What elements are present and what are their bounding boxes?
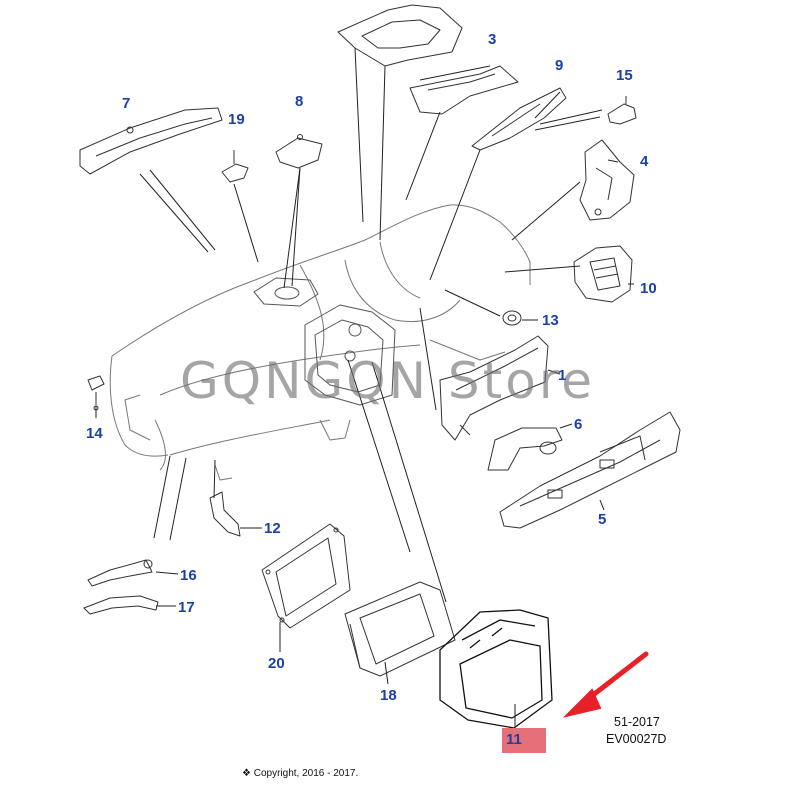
callout-20: 20 — [268, 655, 285, 672]
center-console-frame — [304, 304, 396, 406]
copyright-notice: ❖ Copyright, 2016 - 2017. — [242, 768, 359, 779]
callout-8: 8 — [295, 93, 304, 110]
part-5-lower-panel — [499, 411, 681, 529]
part-10-side-vent — [573, 245, 633, 303]
callout-19: 19 — [228, 111, 245, 128]
part-15-clip — [607, 96, 637, 125]
callout-17: 17 — [178, 599, 195, 616]
callout-5: 5 — [598, 511, 607, 528]
callout-11: 11 — [502, 728, 546, 753]
part-8-cover — [275, 134, 323, 169]
callout-13: 13 — [542, 312, 559, 329]
callout-15: 15 — [616, 67, 633, 84]
dashboard-outline — [109, 204, 531, 481]
part-14-clip — [87, 375, 105, 411]
part-3-trim — [409, 65, 519, 115]
part-7-upper-trim — [79, 107, 223, 175]
callout-16: 16 — [180, 567, 197, 584]
callout-12: 12 — [264, 520, 281, 537]
part-6-handle — [487, 427, 563, 471]
red-arrow-icon — [562, 651, 649, 718]
part-19-clip — [221, 150, 249, 183]
callout-18: 18 — [380, 687, 397, 704]
part-16-strip — [87, 559, 153, 587]
callout-9: 9 — [555, 57, 564, 74]
part-12-bracket — [209, 491, 241, 537]
part-18-frame — [344, 581, 456, 677]
part-4-side-panel — [579, 139, 635, 221]
dash-center-vent-recess — [253, 277, 319, 307]
callout-1: 1 — [558, 367, 567, 384]
part-1-bracket — [439, 335, 549, 441]
callout-4: 4 — [640, 153, 649, 170]
part-13-clip — [502, 310, 522, 326]
diagram-code: 51-2017 EV00027D — [606, 714, 666, 748]
callout-3: 3 — [488, 31, 497, 48]
part-17-strip — [83, 595, 159, 615]
diagram-code-line1: 51-2017 — [614, 715, 660, 729]
part-11-rear-vent — [439, 609, 553, 729]
diagram-code-line2: EV00027D — [606, 732, 667, 746]
callout-7: 7 — [122, 95, 131, 112]
callout-10: 10 — [640, 280, 657, 297]
part-top-cover — [337, 4, 463, 67]
callout-14: 14 — [86, 425, 103, 442]
callout-6: 6 — [574, 416, 583, 433]
part-9-trim — [471, 87, 567, 151]
leader-lines — [95, 47, 634, 728]
part-20-frame — [261, 523, 351, 629]
watermark: GQNGQN Store — [180, 352, 596, 410]
